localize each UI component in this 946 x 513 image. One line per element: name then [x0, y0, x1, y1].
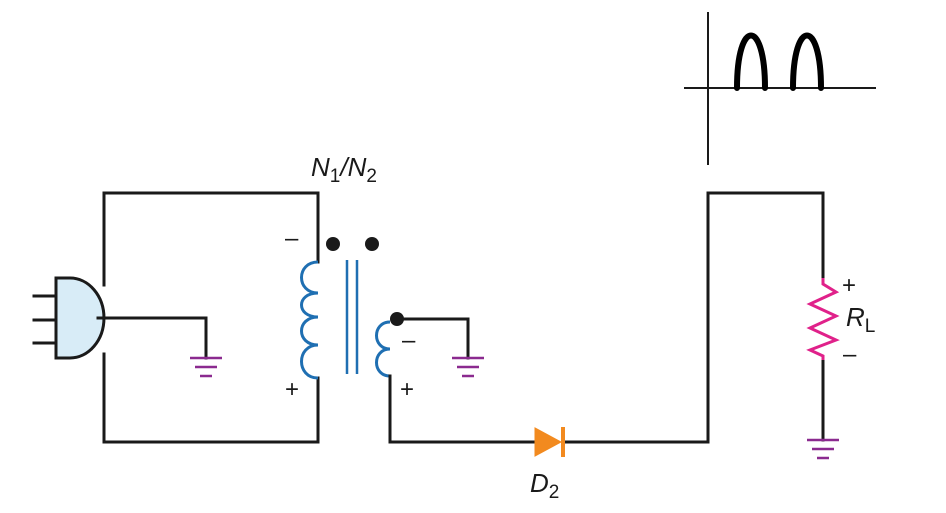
ground-icon [452, 356, 484, 378]
secondary-top-sign: – [402, 327, 416, 354]
primary-top-sign: – [285, 225, 299, 252]
diode-icon [534, 427, 565, 457]
primary-wires [96, 191, 320, 444]
secondary-dot [365, 237, 379, 251]
secondary-coil [375, 320, 391, 378]
resistor-label: RL [846, 302, 875, 337]
ground-icon [190, 356, 222, 378]
turns-ratio-label: N1/N2 [311, 152, 377, 187]
transformer-icon [300, 237, 391, 380]
secondary-wires [388, 191, 825, 444]
waveform-pulse-2 [790, 32, 824, 91]
primary-bottom-sign: + [285, 376, 299, 403]
secondary-bottom-sign: + [400, 376, 414, 403]
ground-icon [807, 438, 839, 460]
ac-plug-icon [32, 276, 106, 360]
primary-coil [300, 260, 319, 380]
resistor-icon [806, 278, 840, 360]
load-top-sign: + [842, 272, 856, 299]
load-bottom-sign: – [843, 341, 857, 368]
waveform-pulse-1 [734, 32, 768, 91]
output-waveform [684, 12, 876, 165]
primary-dot [326, 237, 340, 251]
diode-label: D2 [530, 468, 559, 503]
